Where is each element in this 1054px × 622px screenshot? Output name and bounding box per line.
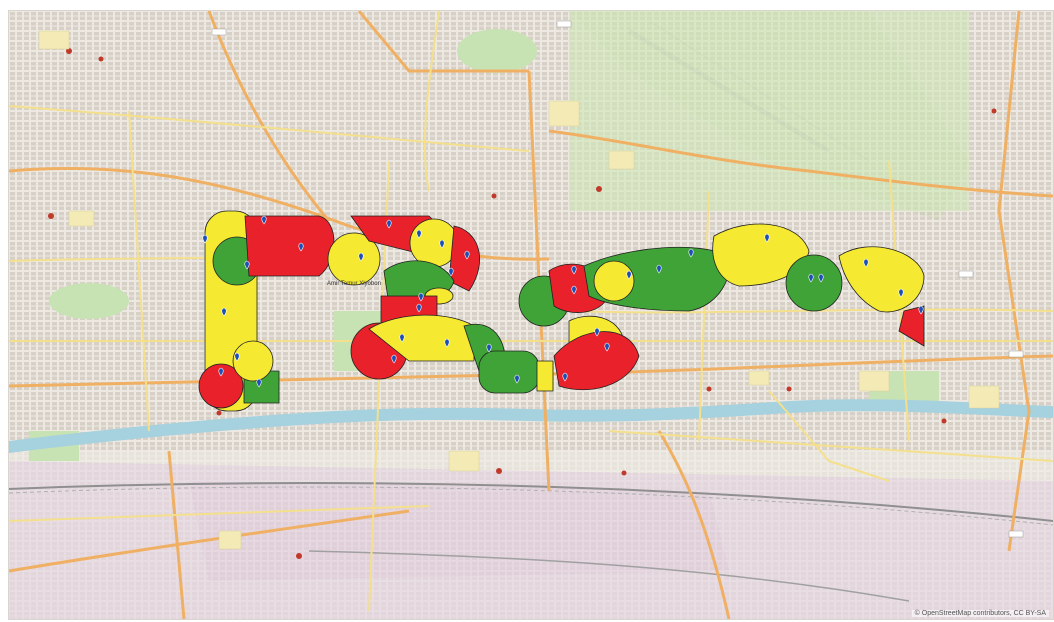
map-pin-icon[interactable] xyxy=(221,307,227,317)
railway-branch xyxy=(308,550,910,602)
map-pin-icon[interactable] xyxy=(234,352,240,362)
map-pin-icon[interactable] xyxy=(918,305,924,315)
map-pin-icon[interactable] xyxy=(571,285,577,295)
map-pin-icon[interactable] xyxy=(898,288,904,298)
buildings xyxy=(38,30,1000,550)
map-pin-icon[interactable] xyxy=(562,372,568,382)
zone-red[interactable] xyxy=(448,225,480,292)
zone-yellow[interactable] xyxy=(536,360,554,392)
map-pin-icon[interactable] xyxy=(486,343,492,353)
railway-line xyxy=(9,482,1053,522)
map-pin-icon[interactable] xyxy=(386,219,392,229)
map-pin-icon[interactable] xyxy=(514,374,520,384)
map-pin-icon[interactable] xyxy=(448,267,454,277)
map-pin-icon[interactable] xyxy=(244,260,250,270)
zone-yellow[interactable] xyxy=(232,340,274,382)
route-markers[interactable] xyxy=(202,215,924,388)
road-shields xyxy=(211,20,1024,538)
map-pin-icon[interactable] xyxy=(656,264,662,274)
airport-overlay xyxy=(569,11,969,211)
coverage-zones[interactable] xyxy=(198,210,925,412)
map-pin-icon[interactable] xyxy=(464,250,470,260)
map-pin-icon[interactable] xyxy=(626,270,632,280)
map-pin-icon[interactable] xyxy=(298,242,304,252)
map-pin-icon[interactable] xyxy=(202,234,208,244)
map-frame[interactable]: Amir Temur Xiyobon © OpenStreetMap contr… xyxy=(8,10,1054,620)
map-canvas[interactable]: Amir Temur Xiyobon xyxy=(9,11,1053,619)
zone-red[interactable] xyxy=(898,305,925,347)
zone-yellow[interactable] xyxy=(593,260,635,302)
map-pin-icon[interactable] xyxy=(764,233,770,243)
map-pin-icon[interactable] xyxy=(391,354,397,364)
map-pin-icon[interactable] xyxy=(439,239,445,249)
map-pin-icon[interactable] xyxy=(594,327,600,337)
map-pin-icon[interactable] xyxy=(688,248,694,258)
map-pin-icon[interactable] xyxy=(808,273,814,283)
zone-yellow[interactable] xyxy=(838,246,925,313)
map-pin-icon[interactable] xyxy=(218,367,224,377)
map-pin-icon[interactable] xyxy=(358,252,364,262)
zone-red[interactable] xyxy=(198,363,244,409)
map-pin-icon[interactable] xyxy=(418,292,424,302)
map-pin-icon[interactable] xyxy=(261,215,267,225)
zone-green[interactable] xyxy=(785,254,843,312)
zone-red[interactable] xyxy=(244,215,335,277)
map-pin-icon[interactable] xyxy=(604,342,610,352)
map-pin-icon[interactable] xyxy=(416,303,422,313)
south-texture xyxy=(9,451,1053,619)
zone-yellow[interactable] xyxy=(327,232,381,286)
river xyxy=(9,399,1053,453)
zone-red[interactable] xyxy=(553,331,640,391)
map-pin-icon[interactable] xyxy=(399,333,405,343)
map-pin-icon[interactable] xyxy=(256,378,262,388)
park-north xyxy=(457,29,537,73)
map-pin-icon[interactable] xyxy=(863,258,869,268)
map-pin-icon[interactable] xyxy=(571,265,577,275)
map-pin-icon[interactable] xyxy=(416,229,422,239)
park-label: Amir Temur Xiyobon xyxy=(327,281,381,287)
park-west xyxy=(49,283,129,319)
map-attribution[interactable]: © OpenStreetMap contributors, CC BY-SA xyxy=(911,610,1049,617)
poi-markers xyxy=(48,48,997,559)
map-pin-icon[interactable] xyxy=(444,338,450,348)
zone-green[interactable] xyxy=(478,350,540,394)
map-pin-icon[interactable] xyxy=(818,273,824,283)
